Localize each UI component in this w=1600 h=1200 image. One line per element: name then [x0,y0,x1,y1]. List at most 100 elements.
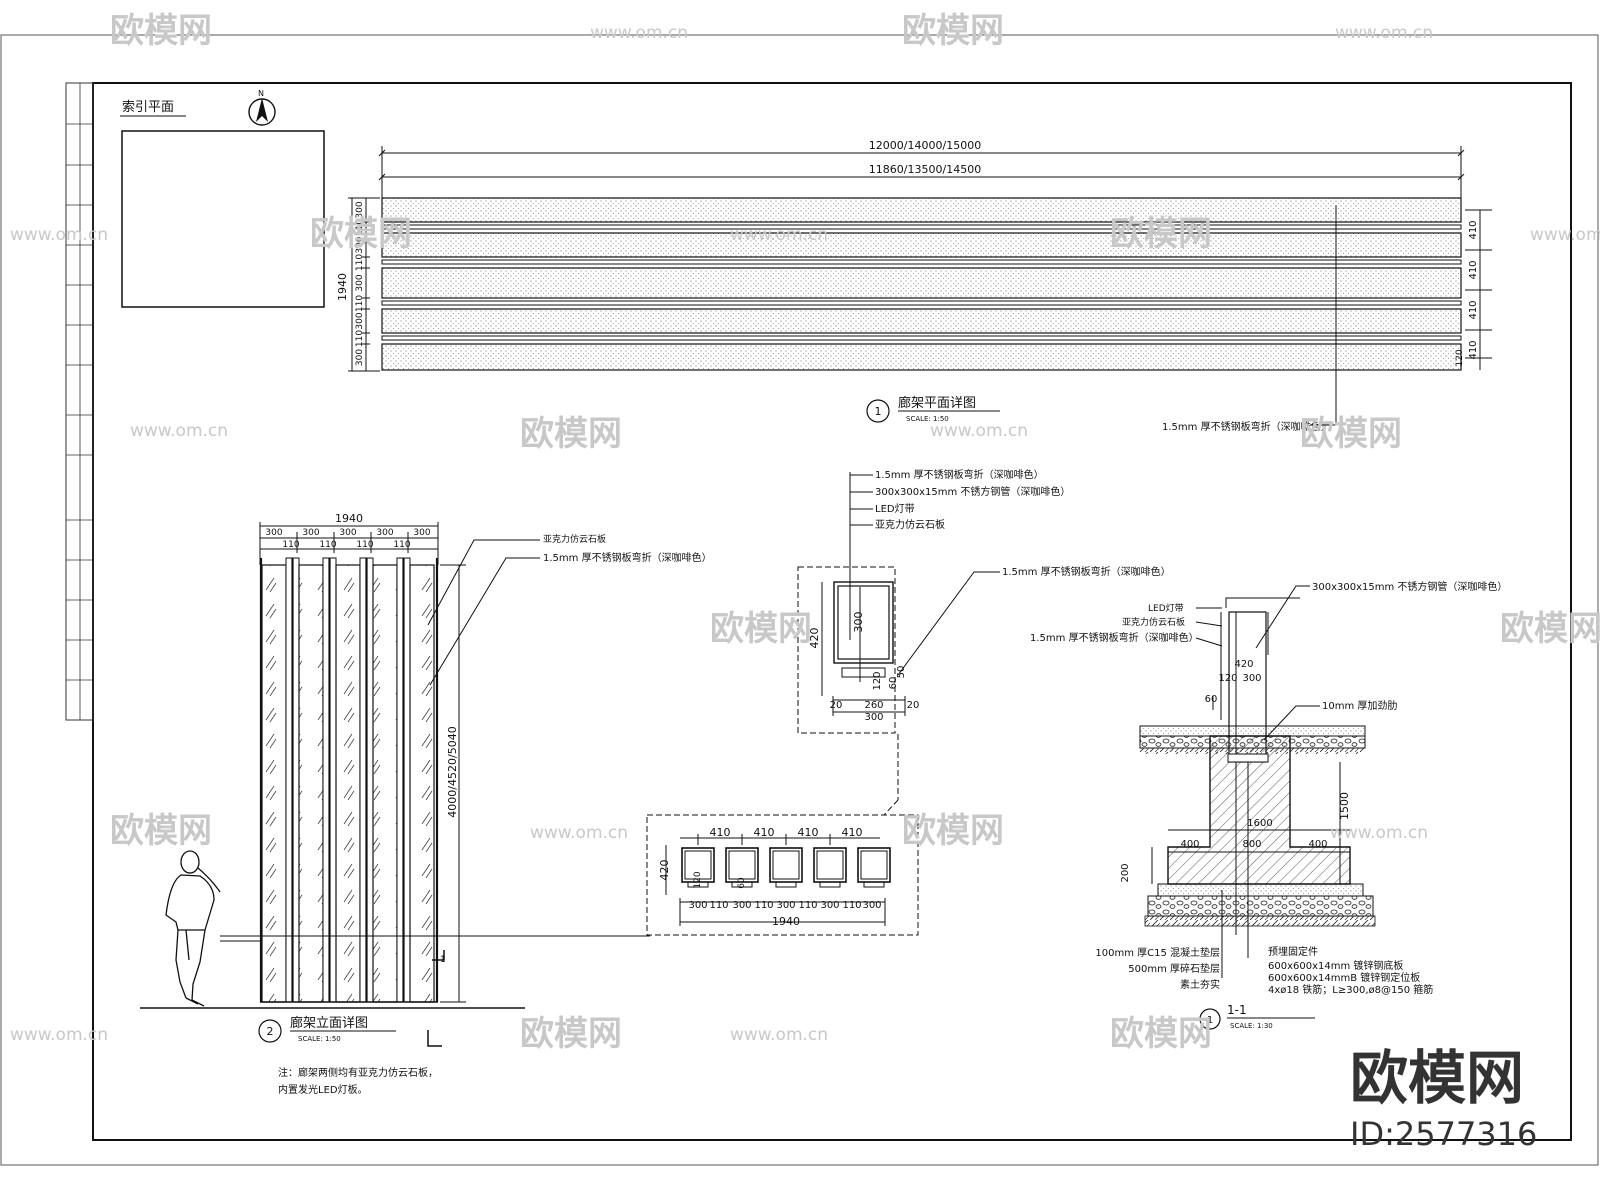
elevation-panel [298,564,324,1003]
column-dim-60: 60 [888,677,899,690]
elevation-dim-300: 300 [265,528,282,538]
group-bottom-dim: 300 [732,900,751,911]
elevation-title-block: 2 廊架立面详图 SCALE: 1:50 [258,1015,396,1043]
watermark-brand: 欧模网 [1500,609,1600,649]
section-title: 1-1 [1227,1003,1247,1017]
elevation-dim-300: 300 [302,528,319,538]
group-plan-modules [681,847,891,888]
plan-scale: SCALE: 1:50 [906,415,949,423]
elevation-scale: SCALE: 1:50 [298,1035,341,1043]
column-dim-420: 420 [808,628,821,649]
elevation-panel [261,564,287,1003]
plan-dim-outer: 12000/14000/15000 [869,139,981,152]
column-detail-label: 1.5mm 厚不锈钢板弯折（深咖啡色） [875,468,1044,481]
section-bottom-left-label: 500mm 厚碎石垫层 [1128,962,1220,975]
elevation-title: 廊架立面详图 [290,1015,368,1031]
group-top-dim: 410 [710,826,731,839]
plan-left-dim: 110 [355,330,365,347]
plan-left-dim: 300 [355,236,365,253]
plan-title-number: 1 [875,405,882,418]
elevation-dim-300: 300 [413,528,430,538]
section-stiffener: 10mm 厚加劲肋 [1322,699,1397,712]
elevation-dim-110: 110 [282,540,299,550]
watermark-brand: 欧模网 [1300,414,1402,454]
column-dim-120: 120 [872,671,883,690]
column-dim-20b: 20 [907,700,920,711]
elevation-title-number: 2 [267,1025,274,1038]
plan-left-dim: 300 [355,274,365,291]
section-bottom-left-label: 100mm 厚C15 混凝土垫层 [1095,946,1220,959]
watermark-brand: 欧模网 [310,214,412,254]
column-dim-50: 50 [896,666,907,679]
section-title-number: 1 [1207,1015,1213,1026]
watermark-brand: 欧模网 [710,609,812,649]
elevation-dim-110: 110 [356,540,373,550]
elevation-dim-300: 300 [339,528,356,538]
north-arrow-icon: N [248,89,276,126]
section-dim-300: 300 [1242,673,1261,684]
elevation-panel [409,564,435,1003]
person-figure [165,850,221,1007]
elevation-note-line1: 注：廊架两侧均有亚克力仿云石板， [278,1066,438,1079]
watermark-url: www.om.cn [1330,823,1428,843]
group-module [857,847,891,883]
group-bottom-dim: 300 [862,900,881,911]
elevation-note-line2: 内置发光LED灯板。 [278,1083,368,1096]
plan-right-dim: 410 [1468,260,1479,279]
group-bottom-dim: 300 [688,900,707,911]
group-module [769,847,803,883]
group-top-dim: 410 [842,826,863,839]
section-dim-400b: 400 [1308,839,1327,850]
watermark-url: www.om.cn [730,225,828,245]
section-dim-1500: 1500 [1338,792,1351,820]
group-top-dim: 410 [754,826,775,839]
group-bottom-dim: 110 [842,900,861,911]
group-dim-total: 1940 [772,915,800,928]
plan-left-dim: 300 [355,349,365,366]
column-side-callout: 1.5mm 厚不锈钢板弯折（深咖啡色） [1002,565,1171,578]
group-dim-60: 60 [737,877,747,889]
elevation-panel [372,564,398,1003]
group-module [725,847,759,883]
watermark-url: www.om.cn [10,1025,108,1045]
plan-right-bottom-dim: 120 [1455,349,1465,366]
section-left-label: 1.5mm 厚不锈钢板弯折（深咖啡色） [1030,631,1199,644]
elevation-panel [335,564,361,1003]
plan-dim-height: 1940 [336,273,349,301]
column-dim-260: 260 [864,700,883,711]
section-bottom-right-label: 4xø18 铁筋；L≥300,ø8@150 箍筋 [1268,983,1433,996]
plan-title-block: 1 廊架平面详图 SCALE: 1:50 [866,395,1000,423]
section-dim-60: 60 [1205,694,1218,705]
section-title-block: 1 1-1 SCALE: 1:30 [1199,1003,1315,1030]
elevation-section-mark: 1 [440,955,446,965]
group-bottom-dim: 110 [754,900,773,911]
index-plan: 索引平面 N [120,89,325,308]
plan-slats [381,197,1462,371]
column-dim-20a: 20 [830,700,843,711]
plan-left-dim: 300 [355,201,365,218]
watermark-url: www.om.cn [1530,225,1600,245]
watermark-url: www.om.cn [930,421,1028,441]
column-dim-300b: 300 [864,712,883,723]
group-module [681,847,715,883]
column-dim-300: 300 [852,612,865,633]
watermark-brand: 欧模网 [110,811,212,851]
watermark-url: www.om.cn [590,23,688,43]
watermark-brand: 欧模网 [1110,1014,1212,1054]
group-dim-120: 120 [693,871,703,888]
watermark-url: www.om.cn [530,823,628,843]
group-bottom-dim: 110 [798,900,817,911]
section-label-tube: 300x300x15mm 不锈方钢管（深咖啡色） [1312,580,1507,593]
section-left-label: LED灯带 [1148,603,1184,614]
north-label: N [258,89,264,98]
column-detail-label: LED灯带 [875,503,915,515]
column-detail-label: 300x300x15mm 不锈方钢管（深咖啡色） [875,485,1070,498]
